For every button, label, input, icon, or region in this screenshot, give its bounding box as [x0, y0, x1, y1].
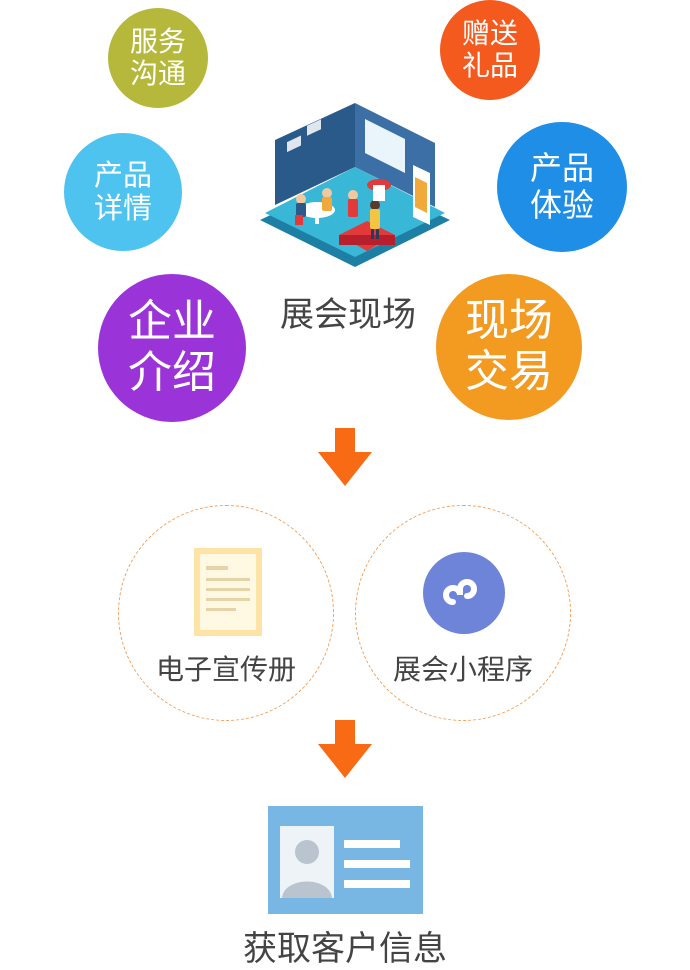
bubble-service-communication: 服务 沟通	[108, 8, 208, 108]
bubble-gift-line1: 赠送	[461, 16, 518, 50]
expo-site-label: 展会现场	[280, 295, 416, 335]
expo-booth-illustration	[260, 103, 450, 267]
document-icon	[194, 548, 262, 636]
bubble-service-line1: 服务	[129, 24, 186, 58]
bubble-experience-line2: 体验	[529, 186, 594, 224]
down-arrow-icon	[318, 428, 372, 486]
mini-program-label: 展会小程序	[392, 653, 533, 686]
get-customer-info-label: 获取客户信息	[243, 929, 447, 969]
down-arrow-icon	[318, 720, 372, 778]
bubble-detail-line2: 详情	[93, 191, 152, 225]
contact-card-icon	[268, 806, 423, 914]
bubble-product-detail: 产品 详情	[64, 133, 182, 251]
mini-program-ring	[355, 505, 571, 721]
bubble-service-line2: 沟通	[129, 57, 186, 90]
bubble-product-experience: 产品 体验	[497, 122, 627, 252]
bubble-trade-line2: 交易	[465, 346, 553, 397]
bubble-company-line1: 企业	[128, 296, 216, 348]
mini-program-icon	[423, 552, 505, 634]
bubble-gift: 赠送 礼品	[440, 0, 540, 100]
bubble-detail-line1: 产品	[93, 157, 152, 192]
bubble-company-line2: 介绍	[128, 347, 216, 398]
brochure-ring	[118, 505, 334, 721]
bubble-company-intro: 企业 介绍	[98, 274, 246, 422]
bubble-trade-line1: 现场	[465, 295, 553, 347]
bubble-onsite-trade: 现场 交易	[436, 274, 582, 420]
bubble-experience-line1: 产品	[529, 149, 594, 188]
bubble-gift-line2: 礼品	[461, 49, 518, 82]
brochure-label: 电子宣传册	[155, 653, 296, 686]
